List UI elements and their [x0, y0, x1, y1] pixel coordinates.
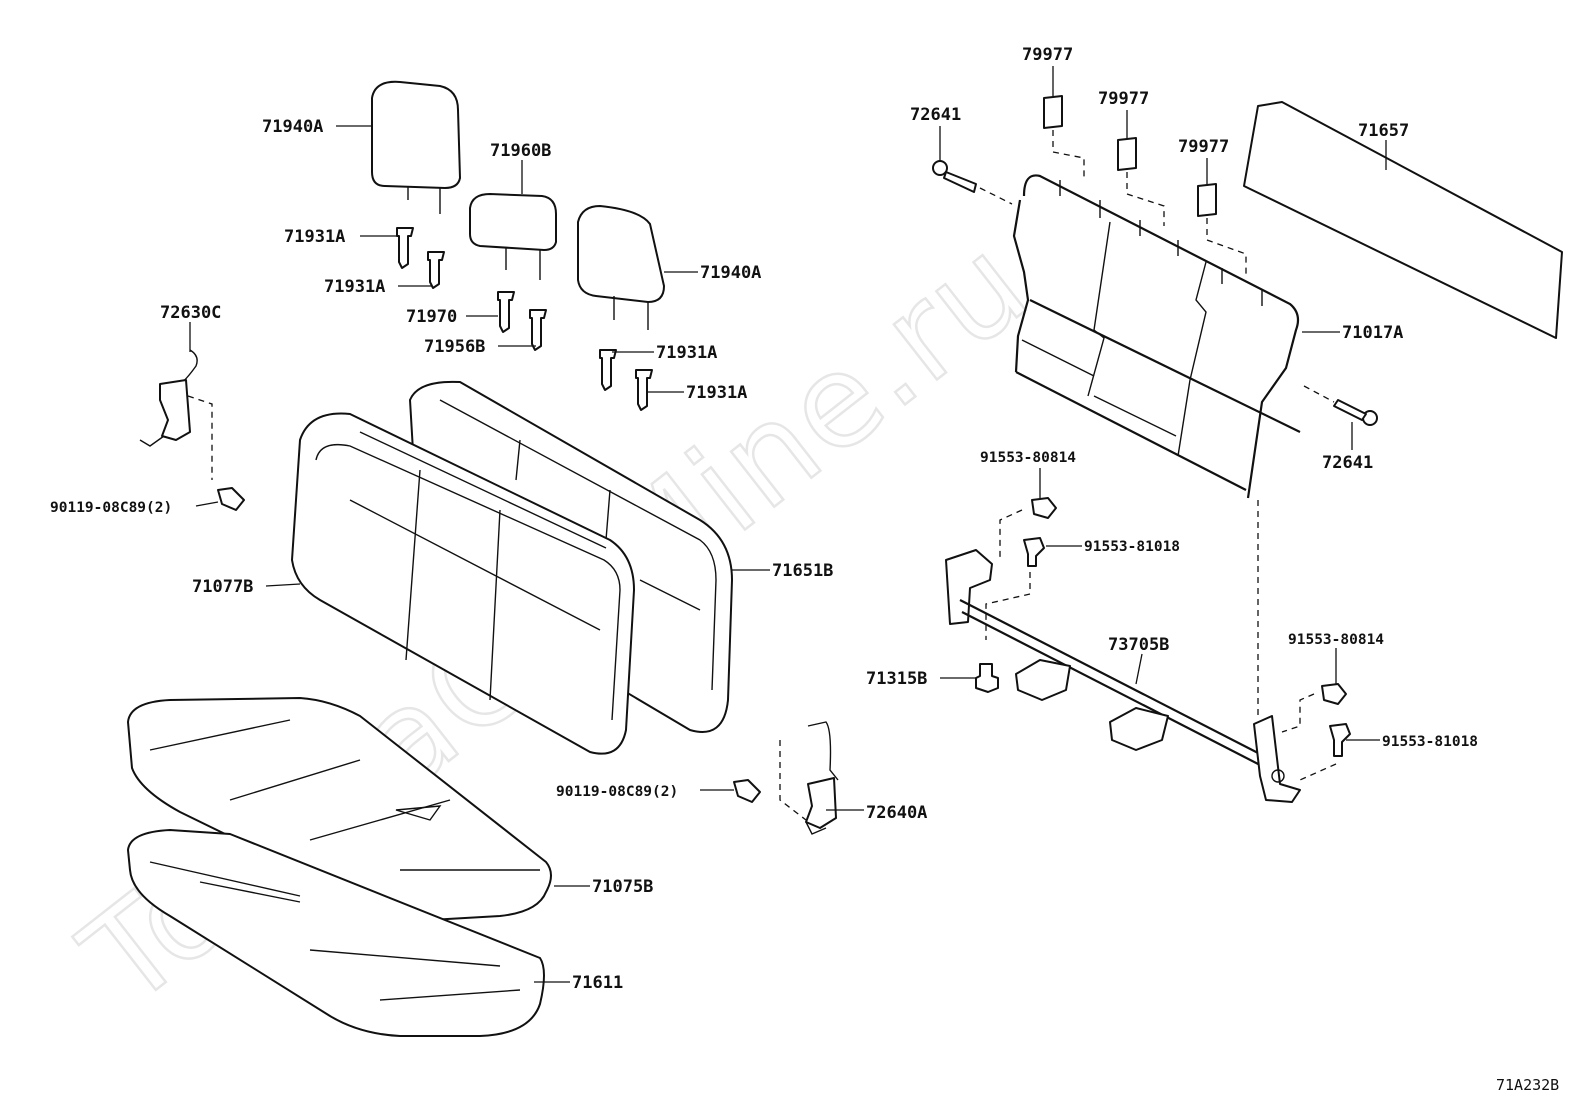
label-90119-bottom: 90119-08C89(2) — [556, 784, 678, 800]
diagram-code: 71A232B — [1496, 1076, 1559, 1094]
label-71956B: 71956B — [424, 337, 485, 357]
headrest-71940A-right — [577, 205, 665, 330]
label-71651B: 71651B — [772, 561, 833, 581]
label-71315B: 71315B — [866, 669, 927, 689]
bolt-91553-81018-top — [985, 537, 1045, 640]
headrest-support-71970 — [497, 291, 515, 333]
label-71077B: 71077B — [192, 577, 253, 597]
headrest-support-71931A-1 — [396, 227, 414, 269]
headrest-71960B-center — [469, 193, 557, 280]
label-71940A-left: 71940A — [262, 117, 323, 137]
bolt-91553-81018-bottom — [1299, 723, 1351, 781]
lock-72630C — [139, 349, 213, 480]
part-labels: 71940A 71960B 71931A 71931A 71970 71956B… — [50, 45, 1478, 993]
label-71611: 71611 — [572, 973, 623, 993]
label-72630C: 72630C — [160, 303, 221, 323]
label-91553-80814-top: 91553-80814 — [980, 450, 1076, 466]
bracket-73705B — [945, 549, 1301, 803]
label-71970: 71970 — [406, 307, 457, 327]
label-71940A-right: 71940A — [700, 263, 761, 283]
label-72641-right: 72641 — [1322, 453, 1373, 473]
bolt-90119-bottom — [733, 779, 761, 803]
pin-71315B — [975, 663, 999, 693]
headrest-support-71931A-4 — [635, 369, 653, 411]
label-91553-81018-bottom: 91553-81018 — [1382, 734, 1478, 750]
frame-71017A — [1012, 174, 1301, 499]
label-71931A-4: 71931A — [686, 383, 747, 403]
label-90119-top: 90119-08C89(2) — [50, 500, 172, 516]
label-71931A-1: 71931A — [284, 227, 345, 247]
label-79977-3: 79977 — [1178, 137, 1229, 157]
label-79977-3 — [1197, 183, 1247, 276]
label-71075B: 71075B — [592, 877, 653, 897]
seatback-71077B — [291, 412, 635, 755]
leader-lines — [189, 66, 1387, 983]
bolt-90119-top — [217, 487, 245, 511]
seat-cushion-pad-71611 — [127, 829, 545, 1037]
label-71017A: 71017A — [1342, 323, 1403, 343]
plate-71657 — [1243, 101, 1563, 339]
seat-cushion-71075B — [127, 697, 552, 922]
headrest-71940A-left — [371, 80, 461, 214]
headrest-support-71931A-2 — [427, 251, 445, 289]
label-71931A-2: 71931A — [324, 277, 385, 297]
label-71960B: 71960B — [490, 141, 551, 161]
label-72640A: 72640A — [866, 803, 927, 823]
lock-72640A — [779, 721, 839, 835]
label-73705B: 73705B — [1108, 635, 1169, 655]
label-91553-81018-top: 91553-81018 — [1084, 539, 1180, 555]
label-71931A-3: 71931A — [656, 343, 717, 363]
headrest-support-71956B — [529, 309, 547, 351]
label-79977-1: 79977 — [1022, 45, 1073, 65]
label-91553-80814-bottom: 91553-80814 — [1288, 632, 1384, 648]
label-79977-2 — [1117, 137, 1165, 226]
bolt-91553-80814-bottom — [1281, 683, 1347, 733]
bolt-72641-right — [1303, 385, 1378, 426]
headrest-support-71931A-3 — [599, 349, 617, 391]
label-71657: 71657 — [1358, 121, 1409, 141]
bolt-72641-top — [932, 160, 1013, 205]
label-72641-top: 72641 — [910, 105, 961, 125]
label-79977-2: 79977 — [1098, 89, 1149, 109]
bolt-91553-80814-top — [999, 497, 1057, 560]
label-79977-1 — [1043, 95, 1085, 180]
